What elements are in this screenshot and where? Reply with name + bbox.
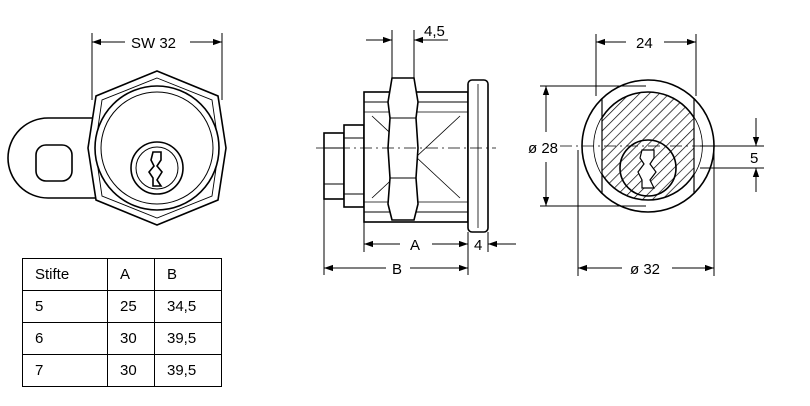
dim-5: 5 [750, 150, 758, 167]
dim-d28: ø 28 [528, 140, 558, 157]
table-cell: 25 [107, 290, 155, 323]
side-dimensions [323, 30, 516, 275]
dim-4: 4 [474, 237, 482, 254]
dim-d32: ø 32 [630, 261, 660, 278]
dim-24: 24 [636, 35, 653, 52]
table-cell: 39,5 [154, 354, 222, 387]
side-hex-nut [387, 77, 419, 221]
dim-sw: SW 32 [131, 35, 176, 52]
keyway [148, 151, 163, 187]
side-view [316, 77, 496, 233]
dim-a: A [410, 237, 420, 254]
cam-hole [35, 144, 73, 182]
table-cell: 30 [107, 322, 155, 355]
table-header: B [154, 258, 222, 291]
table-cell: 7 [22, 354, 108, 387]
section-dimensions [540, 34, 764, 276]
table-cell: 30 [107, 354, 155, 387]
table-cell: 39,5 [154, 322, 222, 355]
table-header-row: Stifte A B [22, 258, 222, 291]
section-view [560, 79, 760, 213]
dim-4-5: 4,5 [424, 23, 445, 40]
table-header: Stifte [22, 258, 108, 291]
table-row: 6 30 39,5 [22, 322, 222, 355]
dim-b: B [392, 261, 402, 278]
table-row: 7 30 39,5 [22, 354, 222, 387]
table-row: 5 25 34,5 [22, 290, 222, 323]
front-view [7, 33, 227, 226]
table-cell: 5 [22, 290, 108, 323]
size-table: Stifte A B 5 25 34,5 6 30 39,5 7 30 39,5 [22, 258, 222, 387]
table-cell: 6 [22, 322, 108, 355]
table-cell: 34,5 [154, 290, 222, 323]
table-header: A [107, 258, 155, 291]
